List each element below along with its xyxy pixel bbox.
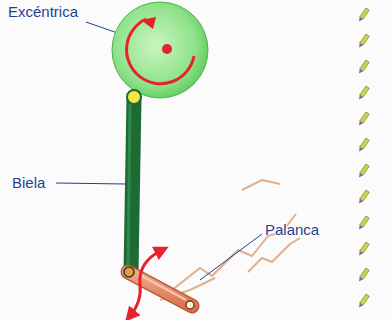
pencil-icon (357, 34, 369, 49)
pencil-icon (357, 60, 369, 75)
motion-arrow (130, 250, 162, 316)
part-label: Excéntrica (8, 4, 78, 21)
sketch-lines (160, 180, 300, 300)
pencil-icon (357, 242, 369, 257)
pencil-icon (357, 112, 369, 127)
pencil-icon (357, 190, 369, 205)
pencil-icon (357, 294, 369, 309)
pencil-icon (357, 268, 369, 283)
part-label: Palanca (265, 222, 319, 239)
lever (124, 267, 194, 309)
pencil-icons (357, 8, 369, 309)
pencil-icon (357, 164, 369, 179)
pencil-icon (357, 8, 369, 23)
pencil-icon (357, 86, 369, 101)
eccentric-disk (112, 2, 208, 98)
pencil-icon (357, 138, 369, 153)
pencil-icon (357, 216, 369, 231)
part-label: Biela (12, 175, 45, 192)
connecting-rod (127, 90, 141, 272)
